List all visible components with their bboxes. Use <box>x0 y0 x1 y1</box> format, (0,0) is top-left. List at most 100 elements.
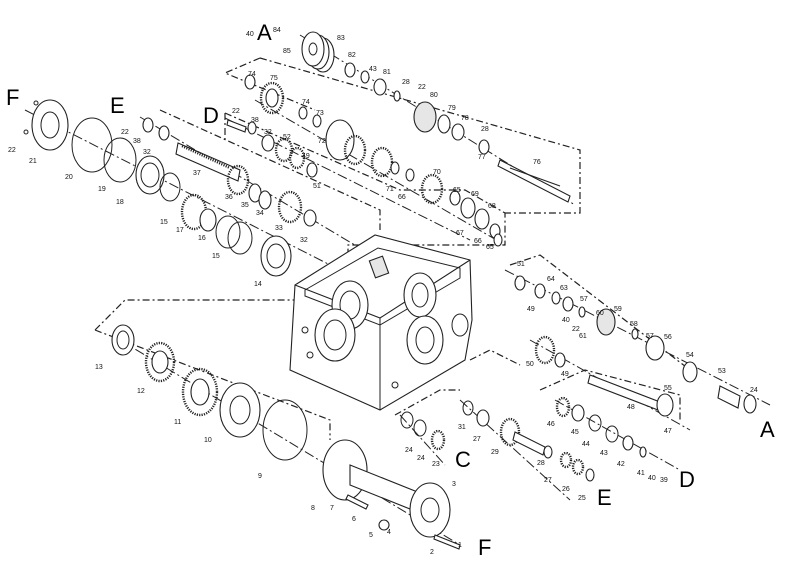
part-number-73: 73 <box>316 110 324 117</box>
section-letter-c: C <box>455 447 471 472</box>
part-number-46: 46 <box>547 421 555 428</box>
part-number-42: 42 <box>617 461 625 468</box>
part-number-28: 28 <box>402 79 410 86</box>
part-number-75: 75 <box>270 75 278 82</box>
part-number-24b: 24 <box>405 447 413 454</box>
part-number-83: 83 <box>337 35 345 42</box>
part-number-51: 51 <box>313 183 321 190</box>
part-number-20: 20 <box>65 174 73 181</box>
part-number-38b: 38 <box>133 138 141 145</box>
part-number-22: 22 <box>418 84 426 91</box>
section-letter-d-bottom: D <box>679 467 695 492</box>
part-number-50: 50 <box>526 361 534 368</box>
part-number-28c: 28 <box>537 460 545 467</box>
part-number-2: 2 <box>430 549 434 556</box>
part-number-27: 27 <box>473 436 481 443</box>
third-shaft-assembly <box>226 119 318 178</box>
part-number-72: 72 <box>318 138 326 145</box>
part-number-29: 29 <box>491 449 499 456</box>
part-number-60: 60 <box>596 310 604 317</box>
part-number-23: 23 <box>432 461 440 468</box>
part-number-4: 4 <box>387 529 391 536</box>
part-number-49b: 49 <box>527 306 535 313</box>
part-number-79: 79 <box>448 105 456 112</box>
part-number-67: 67 <box>456 230 464 237</box>
part-number-32b: 32 <box>143 149 151 156</box>
part-number-74b: 74 <box>302 99 310 106</box>
part-number-45: 45 <box>571 429 579 436</box>
part-number-14: 14 <box>254 281 262 288</box>
part-number-66: 66 <box>398 194 406 201</box>
part-number-32c: 32 <box>300 237 308 244</box>
part-number-36: 36 <box>225 194 233 201</box>
part-number-53: 53 <box>718 368 726 375</box>
section-letter-e-bottom: E <box>597 485 612 510</box>
part-number-82: 82 <box>348 52 356 59</box>
part-number-9: 9 <box>258 473 262 480</box>
part-number-19: 19 <box>98 186 106 193</box>
part-number-76: 76 <box>533 159 541 166</box>
part-number-57: 57 <box>580 296 588 303</box>
part-number-65: 65 <box>453 187 461 194</box>
part-number-70: 70 <box>433 169 441 176</box>
lower-right-assemblies <box>400 396 647 482</box>
part-number-40: 40 <box>246 31 254 38</box>
part-number-74: 74 <box>248 71 256 78</box>
part-number-77: 77 <box>478 154 486 161</box>
part-number-40c: 40 <box>648 475 656 482</box>
part-number-58: 58 <box>630 321 638 328</box>
part-number-81: 81 <box>383 69 391 76</box>
part-number-27b: 27 <box>544 477 552 484</box>
part-number-52: 52 <box>283 134 291 141</box>
part-number-3: 3 <box>452 481 456 488</box>
part-number-43b: 43 <box>600 450 608 457</box>
part-number-40b: 40 <box>562 317 570 324</box>
part-number-16: 16 <box>198 235 206 242</box>
part-number-65b: 65 <box>486 244 494 251</box>
part-number-41: 41 <box>637 470 645 477</box>
part-number-labels: 40 84 85 83 82 43 81 28 22 80 79 78 28 7… <box>8 27 758 556</box>
part-number-35: 35 <box>241 202 249 209</box>
gearbox-housing <box>289 234 473 411</box>
part-number-66b: 66 <box>474 238 482 245</box>
section-letter-e-top: E <box>110 93 125 118</box>
part-number-51b: 51 <box>517 261 525 268</box>
part-number-18: 18 <box>116 199 124 206</box>
part-number-48: 48 <box>627 404 635 411</box>
fourth-shaft-assembly <box>103 117 317 277</box>
part-number-71: 71 <box>386 186 394 193</box>
part-number-32: 32 <box>264 129 272 136</box>
part-number-59: 59 <box>614 306 622 313</box>
part-number-22e: 22 <box>572 326 580 333</box>
part-number-6: 6 <box>352 516 356 523</box>
part-number-1: 1 <box>458 542 462 549</box>
part-number-15b: 15 <box>212 253 220 260</box>
section-letter-a-top: A <box>257 20 272 45</box>
part-number-43: 43 <box>369 66 377 73</box>
section-letter-f-bottom: F <box>478 535 491 560</box>
part-number-64: 64 <box>547 276 555 283</box>
part-number-24: 24 <box>750 387 758 394</box>
section-letter-d-top: D <box>203 103 219 128</box>
part-number-37: 37 <box>193 170 201 177</box>
part-number-13: 13 <box>95 364 103 371</box>
part-number-33: 33 <box>275 225 283 232</box>
part-number-21: 21 <box>29 158 37 165</box>
part-number-15: 15 <box>160 219 168 226</box>
left-flange-assembly <box>23 99 113 173</box>
part-number-44: 44 <box>582 441 590 448</box>
part-number-85: 85 <box>283 48 291 55</box>
part-number-57b: 57 <box>646 333 654 340</box>
part-number-63: 63 <box>560 285 568 292</box>
part-number-8: 8 <box>311 505 315 512</box>
part-number-5: 5 <box>369 532 373 539</box>
part-number-54: 54 <box>686 352 694 359</box>
part-number-25: 25 <box>578 495 586 502</box>
part-number-55: 55 <box>664 385 672 392</box>
part-number-56: 56 <box>664 334 672 341</box>
right-shaft-assembly <box>514 275 757 417</box>
part-number-12: 12 <box>137 388 145 395</box>
section-letter-a-right: A <box>760 417 775 442</box>
